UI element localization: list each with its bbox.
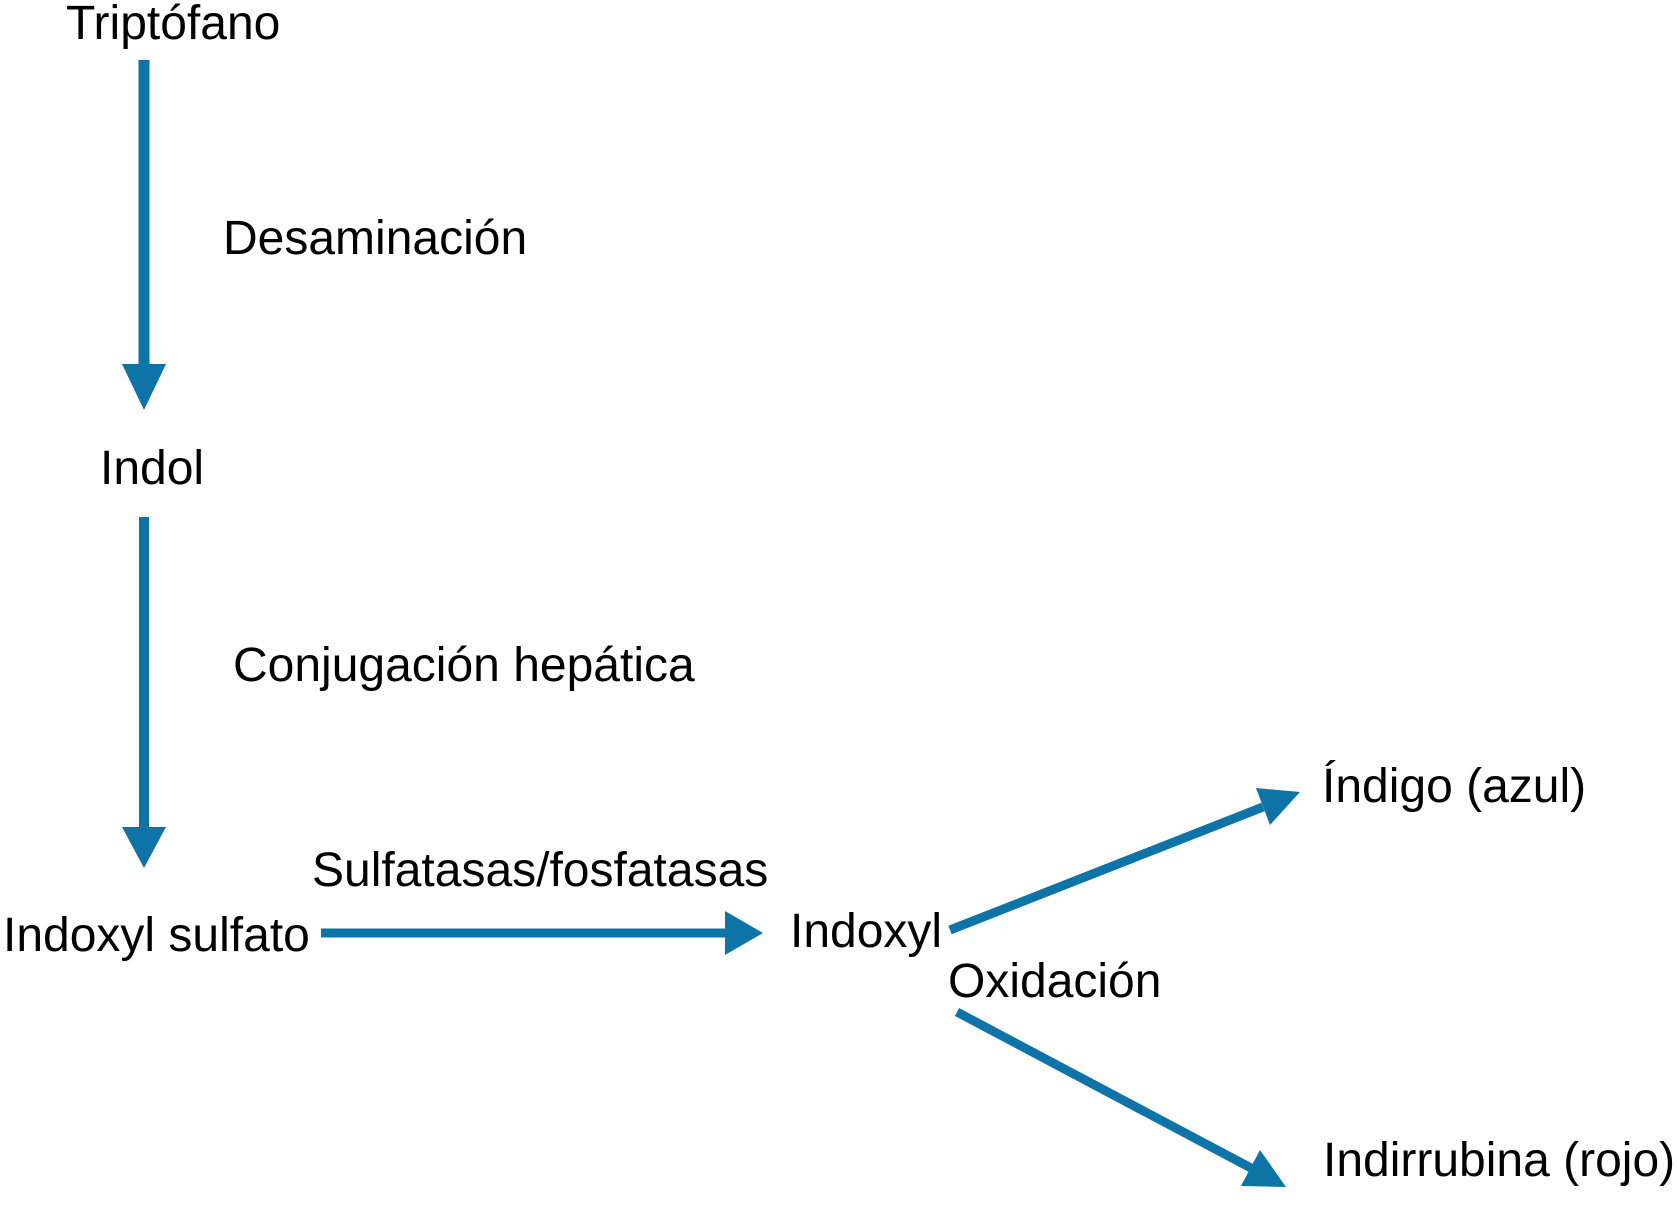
edge-label-oxidacion: Oxidación [948, 955, 1162, 1008]
arrow-indoxyl-to-indirrubina [954, 1008, 1286, 1187]
edge-label-conjugacion-hepatica: Conjugación hepática [233, 639, 695, 692]
arrow-triptofano-to-indol [122, 60, 166, 410]
edge-label-desaminacion: Desaminación [223, 212, 528, 265]
arrow-indol-to-indoxyl-sulfato [122, 517, 166, 868]
arrow-indoxyl-sulfato-to-indoxyl [321, 911, 763, 955]
node-indirrubina: Indirrubina (rojo) [1323, 1134, 1676, 1187]
node-triptofano: Triptófano [66, 0, 281, 50]
node-indigo: Índigo (azul) [1322, 760, 1587, 813]
edge-label-sulfatasas-fosfatasas: Sulfatasas/fosfatasas [312, 844, 769, 897]
node-indol: Indol [100, 442, 205, 495]
node-indoxyl: Indoxyl [790, 905, 943, 958]
arrow-indoxyl-to-indigo [948, 788, 1300, 935]
node-indoxyl-sulfato: Indoxyl sulfato [3, 909, 310, 962]
